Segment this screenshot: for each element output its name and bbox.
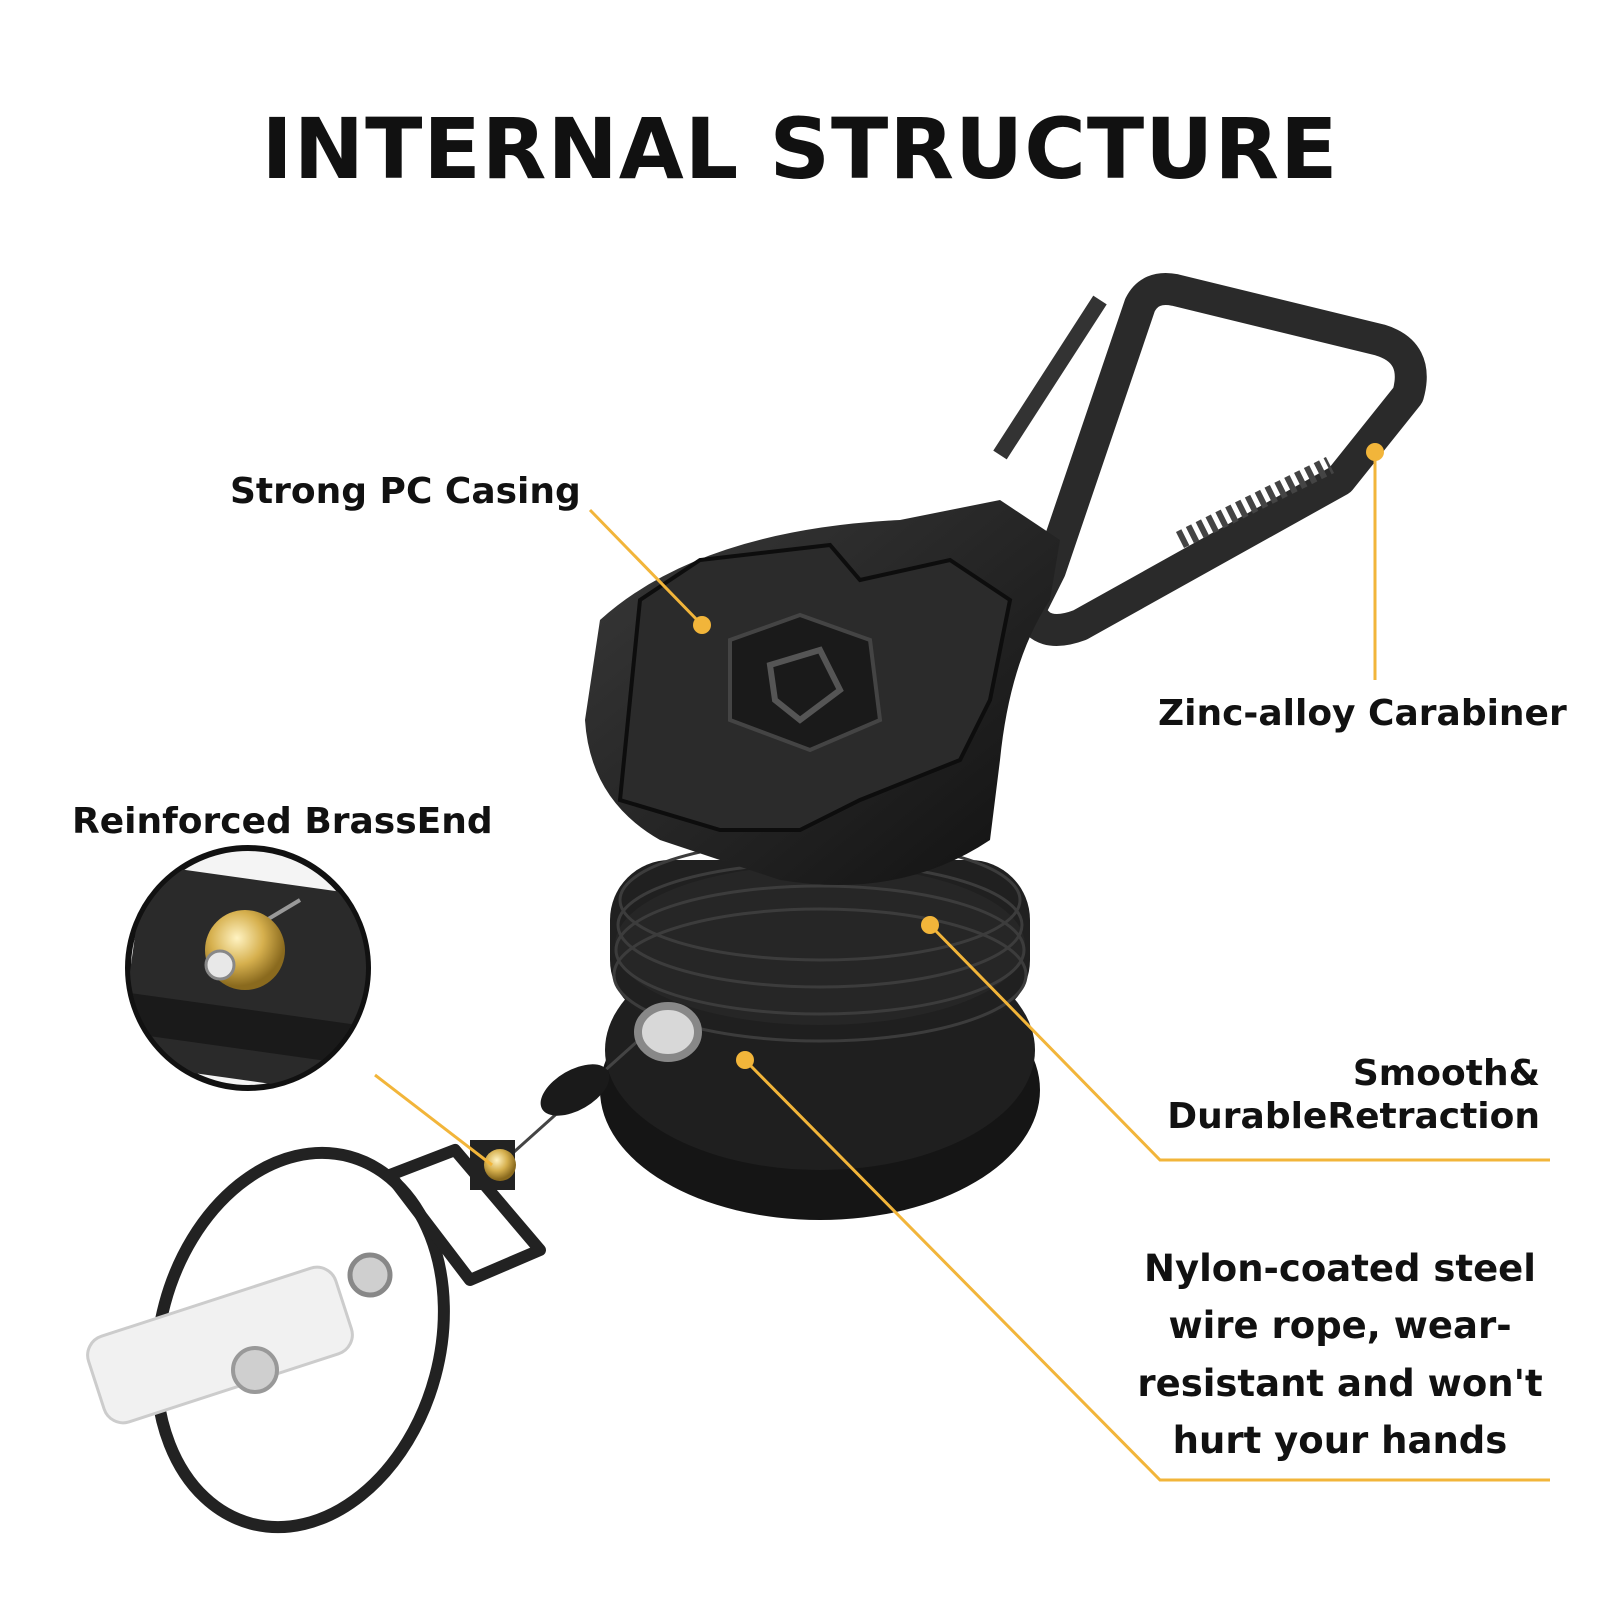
casing: [585, 500, 1060, 885]
label-carabiner: Zinc-alloy Carabiner: [1158, 693, 1567, 734]
brass-end-zoom: [125, 845, 371, 1091]
callout-casing: [588, 508, 704, 627]
keyring-assembly: [86, 1144, 546, 1534]
callout-wire: [743, 1058, 1550, 1482]
label-brass-end: Reinforced BrassEnd: [72, 801, 493, 842]
label-retraction-line1: Smooth&: [1352, 1053, 1540, 1094]
callout-dots: [693, 443, 1384, 1069]
callout-retraction: [928, 923, 1550, 1162]
callout-brass: [374, 1073, 493, 1167]
page-title: INTERNAL STRUCTURE: [261, 100, 1339, 198]
reel-base: [600, 838, 1040, 1220]
label-retraction: Smooth& DurableRetraction: [1140, 1052, 1540, 1138]
wire-end: [470, 1002, 702, 1190]
label-casing: Strong PC Casing: [230, 471, 581, 512]
label-wire: Nylon-coated steel wire rope, wear-resis…: [1137, 1247, 1543, 1463]
label-retraction-line2: DurableRetraction: [1167, 1096, 1540, 1138]
carabiner: [993, 273, 1427, 646]
callout-lines: [374, 452, 1550, 1482]
